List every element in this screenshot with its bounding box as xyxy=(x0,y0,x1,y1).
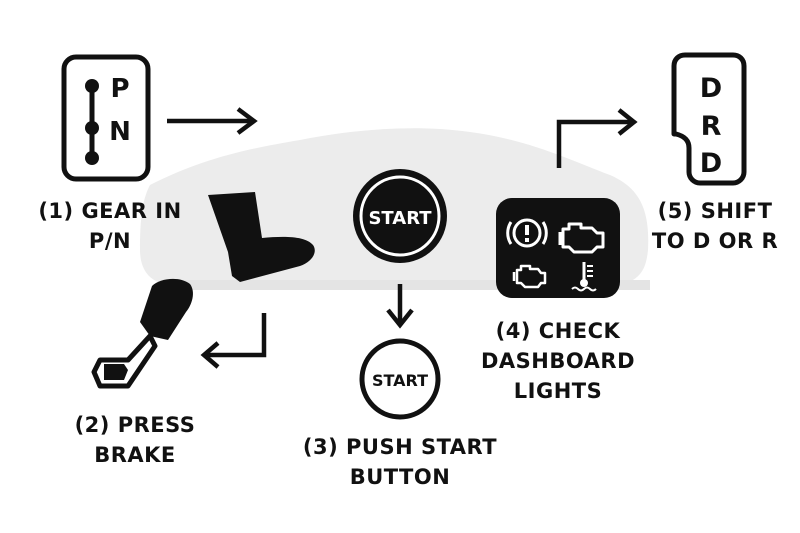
step-5-line-1: (5) SHIFT xyxy=(657,199,773,223)
step-4-line-1: (4) CHECK xyxy=(495,319,621,343)
gear-letter-p: P xyxy=(110,74,129,104)
step-4-line-2: DASHBOARD xyxy=(480,349,636,373)
start-button-small: START xyxy=(359,338,441,420)
step-2-label: (2) PRESS BRAKE xyxy=(60,410,210,470)
brake-warning-icon xyxy=(506,218,548,248)
arrow-down xyxy=(386,284,414,329)
step-5-line-2: TO D OR R xyxy=(651,229,779,253)
gear-shift-icon: D R D xyxy=(671,52,747,186)
coolant-temp-icon xyxy=(571,262,597,292)
step-4-line-3: LIGHTS xyxy=(513,379,603,403)
start-label-small: START xyxy=(372,371,428,390)
step-1-line-2: P/N xyxy=(88,229,132,253)
step-4-label: (4) CHECK DASHBOARD LIGHTS xyxy=(478,316,638,406)
arrow-return xyxy=(200,313,267,369)
step-3-line-2: BUTTON xyxy=(349,465,451,489)
shift-letter-r: R xyxy=(701,111,722,142)
engine-small-icon xyxy=(512,264,547,289)
start-button-large: START xyxy=(353,169,447,263)
arrow-right-1 xyxy=(167,107,258,135)
step-3-line-1: (3) PUSH START xyxy=(302,435,498,459)
gear-selector-icon: P N xyxy=(61,54,151,182)
gear-letter-n: N xyxy=(109,117,131,147)
dashboard-lights-icon xyxy=(496,198,620,298)
step-2-line-2: BRAKE xyxy=(94,443,176,467)
step-1-line-1: (1) GEAR IN xyxy=(38,199,182,223)
arrow-up-right xyxy=(556,108,638,168)
shift-letter-d2: D xyxy=(700,148,722,179)
start-label-large: START xyxy=(368,208,432,229)
pedal-arm-icon xyxy=(140,278,193,340)
brake-pedal-icon xyxy=(91,192,315,389)
step-5-label: (5) SHIFT TO D OR R xyxy=(640,196,790,256)
step-1-label: (1) GEAR IN P/N xyxy=(30,196,190,256)
step-3-label: (3) PUSH START BUTTON xyxy=(300,432,500,492)
step-2-line-1: (2) PRESS xyxy=(74,413,196,437)
engine-check-icon xyxy=(558,222,605,254)
shift-letter-d1: D xyxy=(700,73,722,104)
boot-icon xyxy=(208,192,315,282)
